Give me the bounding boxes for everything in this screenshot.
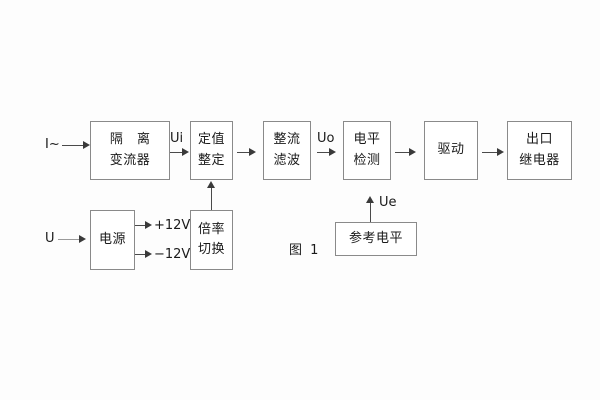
rail-positive-label: +12V xyxy=(154,218,191,233)
block-reference-level-line1: 参考电平 xyxy=(348,230,403,246)
block-isolation-transformer: 隔 离 变流器 xyxy=(90,121,170,180)
input-voltage-label: U xyxy=(45,231,55,246)
block-output-relay: 出口 继电器 xyxy=(507,121,572,180)
block-rectify-filter-line2: 滤波 xyxy=(273,152,301,168)
signal-ue-label: Ue xyxy=(379,195,397,210)
block-setting-adjust-line2: 整定 xyxy=(197,152,225,168)
arrow-right-icon xyxy=(409,148,416,156)
rail-negative-label: −12V xyxy=(154,247,191,262)
connector-reference-to-level xyxy=(370,202,371,222)
block-ratio-switch-line2: 切换 xyxy=(197,242,225,257)
block-power-supply-line1: 电源 xyxy=(98,231,126,247)
block-driver-line1: 驱动 xyxy=(437,142,465,158)
block-level-detect-line1: 电平 xyxy=(353,132,381,148)
block-rectify-filter: 整流 滤波 xyxy=(263,121,311,180)
block-ratio-switch: 倍率 切换 xyxy=(190,210,233,270)
arrow-right-icon xyxy=(79,235,86,243)
arrow-up-icon xyxy=(366,196,374,203)
block-ratio-switch-line1: 倍率 xyxy=(197,221,225,237)
block-setting-adjust: 定值 整定 xyxy=(190,121,233,180)
arrow-right-icon xyxy=(329,148,336,156)
block-output-relay-line2: 继电器 xyxy=(519,152,560,168)
arrow-up-icon xyxy=(207,181,215,188)
connector-driver-to-relay xyxy=(482,152,499,153)
arrow-right-icon xyxy=(83,141,90,149)
connector-current-to-isolation xyxy=(62,145,88,146)
block-power-supply: 电源 xyxy=(90,210,135,270)
figure-caption: 图 1 xyxy=(289,243,321,258)
connector-rectify-to-level xyxy=(317,152,331,153)
block-level-detect-line2: 检测 xyxy=(353,152,381,168)
arrow-right-icon xyxy=(145,250,152,258)
connector-power-negative-rail xyxy=(135,254,147,255)
signal-uo-label: Uo xyxy=(317,131,335,146)
connector-voltage-to-power xyxy=(58,239,82,240)
arrow-right-icon xyxy=(249,148,256,156)
connector-setting-to-rectify xyxy=(237,152,251,153)
connector-isolation-to-setting xyxy=(170,152,184,153)
arrow-right-icon xyxy=(182,148,189,156)
connector-level-to-driver xyxy=(395,152,411,153)
block-level-detect: 电平 检测 xyxy=(343,121,391,180)
block-setting-adjust-line1: 定值 xyxy=(197,132,225,148)
arrow-right-icon xyxy=(497,148,504,156)
block-reference-level: 参考电平 xyxy=(335,222,417,256)
block-isolation-transformer-line1: 隔 离 xyxy=(109,132,156,148)
block-output-relay-line1: 出口 xyxy=(525,132,553,148)
block-driver: 驱动 xyxy=(424,121,478,180)
connector-ratio-to-setting xyxy=(211,187,212,210)
block-rectify-filter-line1: 整流 xyxy=(273,132,301,148)
block-isolation-transformer-line2: 变流器 xyxy=(109,152,151,168)
connector-power-positive-rail xyxy=(135,225,147,226)
signal-ui-label: Ui xyxy=(170,131,184,146)
arrow-right-icon xyxy=(145,221,152,229)
input-current-label: I~ xyxy=(45,137,60,152)
